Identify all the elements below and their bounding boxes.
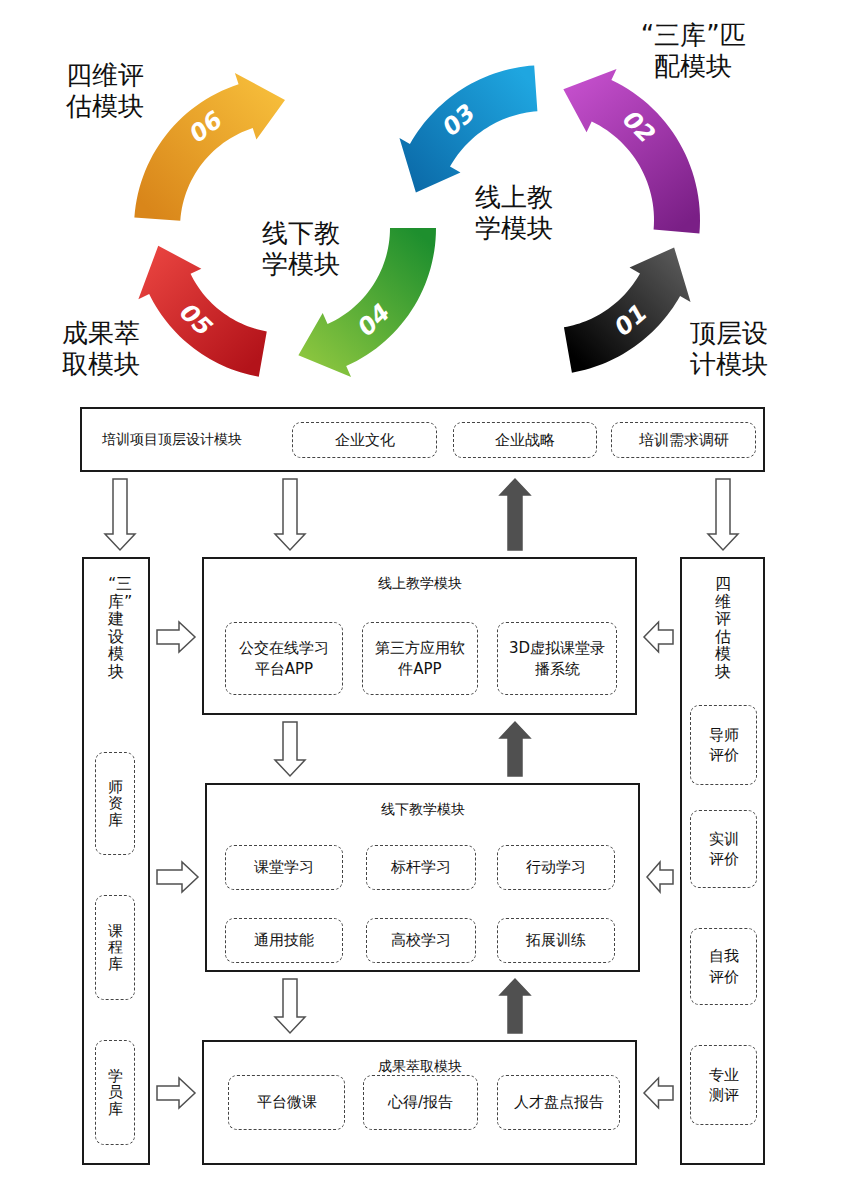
cycle-arrow: 01顶层设计模块 [563, 247, 691, 373]
item-text: 平台微课 [257, 1092, 317, 1112]
module-label: 成果萃取模块 [62, 318, 145, 380]
item-box: 课堂学习 [225, 845, 343, 890]
module-label: 线上教学模块 [475, 182, 558, 244]
arrow-shape [134, 72, 285, 221]
module-box: 公交在线学习平台APP 第三方应用软件APP 3D虚拟课堂录播系统 线上教学模块 [202, 557, 637, 715]
item-text: 企业战略 [495, 430, 555, 450]
cycle-arrow: 03线上教学模块 [399, 65, 538, 193]
item-box: 学员库 [95, 1040, 135, 1145]
item-box: 第三方应用软件APP [362, 622, 478, 695]
item-box: 标杆学习 [366, 845, 476, 890]
module-box: 课堂学习 标杆学习 行动学习通用技能 高校学习 拓展训练 线下教学模块 [205, 783, 640, 972]
item-box: 培训需求调研 [611, 422, 756, 458]
cycle-arrow: 06四维评估模块 [134, 72, 285, 221]
item-text: 导师评价 [708, 725, 740, 766]
item-box: 企业战略 [453, 422, 597, 458]
item-text: 拓展训练 [526, 930, 586, 950]
arrow-shape [399, 65, 538, 193]
item-box: 拓展训练 [497, 918, 615, 963]
item-text: 实训评价 [708, 829, 740, 870]
item-box: 通用技能 [225, 918, 343, 963]
item-text: 师资库 [108, 779, 123, 829]
item-text: 专业测评 [708, 1065, 740, 1106]
item-text: 标杆学习 [391, 857, 451, 877]
block-arrow [500, 979, 530, 1033]
item-box: 专业测评 [690, 1045, 757, 1125]
block-arrow [500, 722, 530, 776]
block-arrow [275, 722, 305, 776]
item-text: 课堂学习 [254, 857, 314, 877]
block-arrow [157, 1078, 195, 1108]
module-box: 企业文化 企业战略 培训需求调研 培训项目顶层设计模块 [80, 407, 765, 472]
item-box: 行动学习 [497, 845, 615, 890]
block-arrow [644, 622, 673, 652]
cycle-arrow: 05成果萃取模块 [138, 245, 267, 377]
item-box: 企业文化 [292, 422, 437, 458]
item-box: 平台微课 [228, 1075, 345, 1130]
arrow-shape [563, 69, 700, 234]
module-title: 成果萃取模块 [204, 1058, 635, 1076]
block-arrow [275, 979, 305, 1033]
block-arrow [157, 862, 198, 892]
module-label: “三库”匹配模块 [636, 20, 750, 82]
item-box: 实训评价 [690, 810, 757, 888]
block-arrow [275, 479, 305, 550]
item-box: 公交在线学习平台APP [225, 622, 343, 695]
item-box: 人才盘点报告 [497, 1075, 620, 1130]
item-text: 培训需求调研 [639, 430, 729, 450]
item-text: 3D虚拟课堂录播系统 [504, 638, 610, 679]
arrow-band [564, 247, 691, 372]
block-arrow [105, 479, 135, 550]
block-arrow [157, 622, 195, 652]
item-text: 学员库 [108, 1068, 123, 1118]
item-text: 课程库 [108, 923, 123, 973]
item-text: 企业文化 [335, 430, 395, 450]
item-box: 导师评价 [690, 705, 757, 785]
cycle-arrow: 04线下教学模块 [298, 228, 436, 378]
block-arrow [644, 1078, 673, 1108]
module-label: 四维评估模块 [66, 60, 149, 122]
arrow-band [138, 246, 266, 377]
module-label: 顶层设计模块 [690, 318, 773, 380]
item-box: 自我评价 [690, 928, 757, 1005]
item-text: 行动学习 [526, 857, 586, 877]
item-text: 心得/报告 [388, 1092, 453, 1112]
arrow-band [134, 73, 285, 221]
module-label: 线下教学模块 [262, 218, 345, 280]
arrow-band [399, 65, 537, 192]
arrow-band [563, 69, 700, 233]
block-arrow [708, 479, 738, 550]
item-box: 师资库 [95, 752, 135, 855]
item-box: 课程库 [95, 895, 135, 1000]
item-text: 人才盘点报告 [514, 1092, 604, 1112]
item-text: 通用技能 [254, 930, 314, 950]
item-box: 3D虚拟课堂录播系统 [497, 622, 617, 695]
module-title: 四维评估模块 [715, 575, 731, 681]
module-box: 导师评价实训评价自我评价专业测评 四维评估模块 [680, 557, 765, 1165]
block-arrow [500, 479, 530, 550]
module-box: 师资库课程库学员库 “三库”建设模块 [82, 557, 150, 1165]
item-text: 第三方应用软件APP [369, 638, 471, 679]
item-box: 心得/报告 [363, 1075, 478, 1130]
module-box: 平台微课 心得/报告 人才盘点报告 成果萃取模块 [202, 1040, 637, 1165]
block-arrow [647, 862, 673, 892]
item-text: 公交在线学习平台APP [232, 638, 336, 679]
item-text: 自我评价 [708, 946, 740, 987]
item-text: 高校学习 [391, 930, 451, 950]
cycle-arrow: 02“三库”匹配模块 [563, 69, 700, 234]
module-title: 线上教学模块 [204, 575, 635, 593]
module-title: “三库”建设模块 [108, 575, 124, 681]
module-title: 培训项目顶层设计模块 [102, 431, 242, 449]
module-title: 线下教学模块 [207, 801, 638, 819]
item-box: 高校学习 [366, 918, 476, 963]
